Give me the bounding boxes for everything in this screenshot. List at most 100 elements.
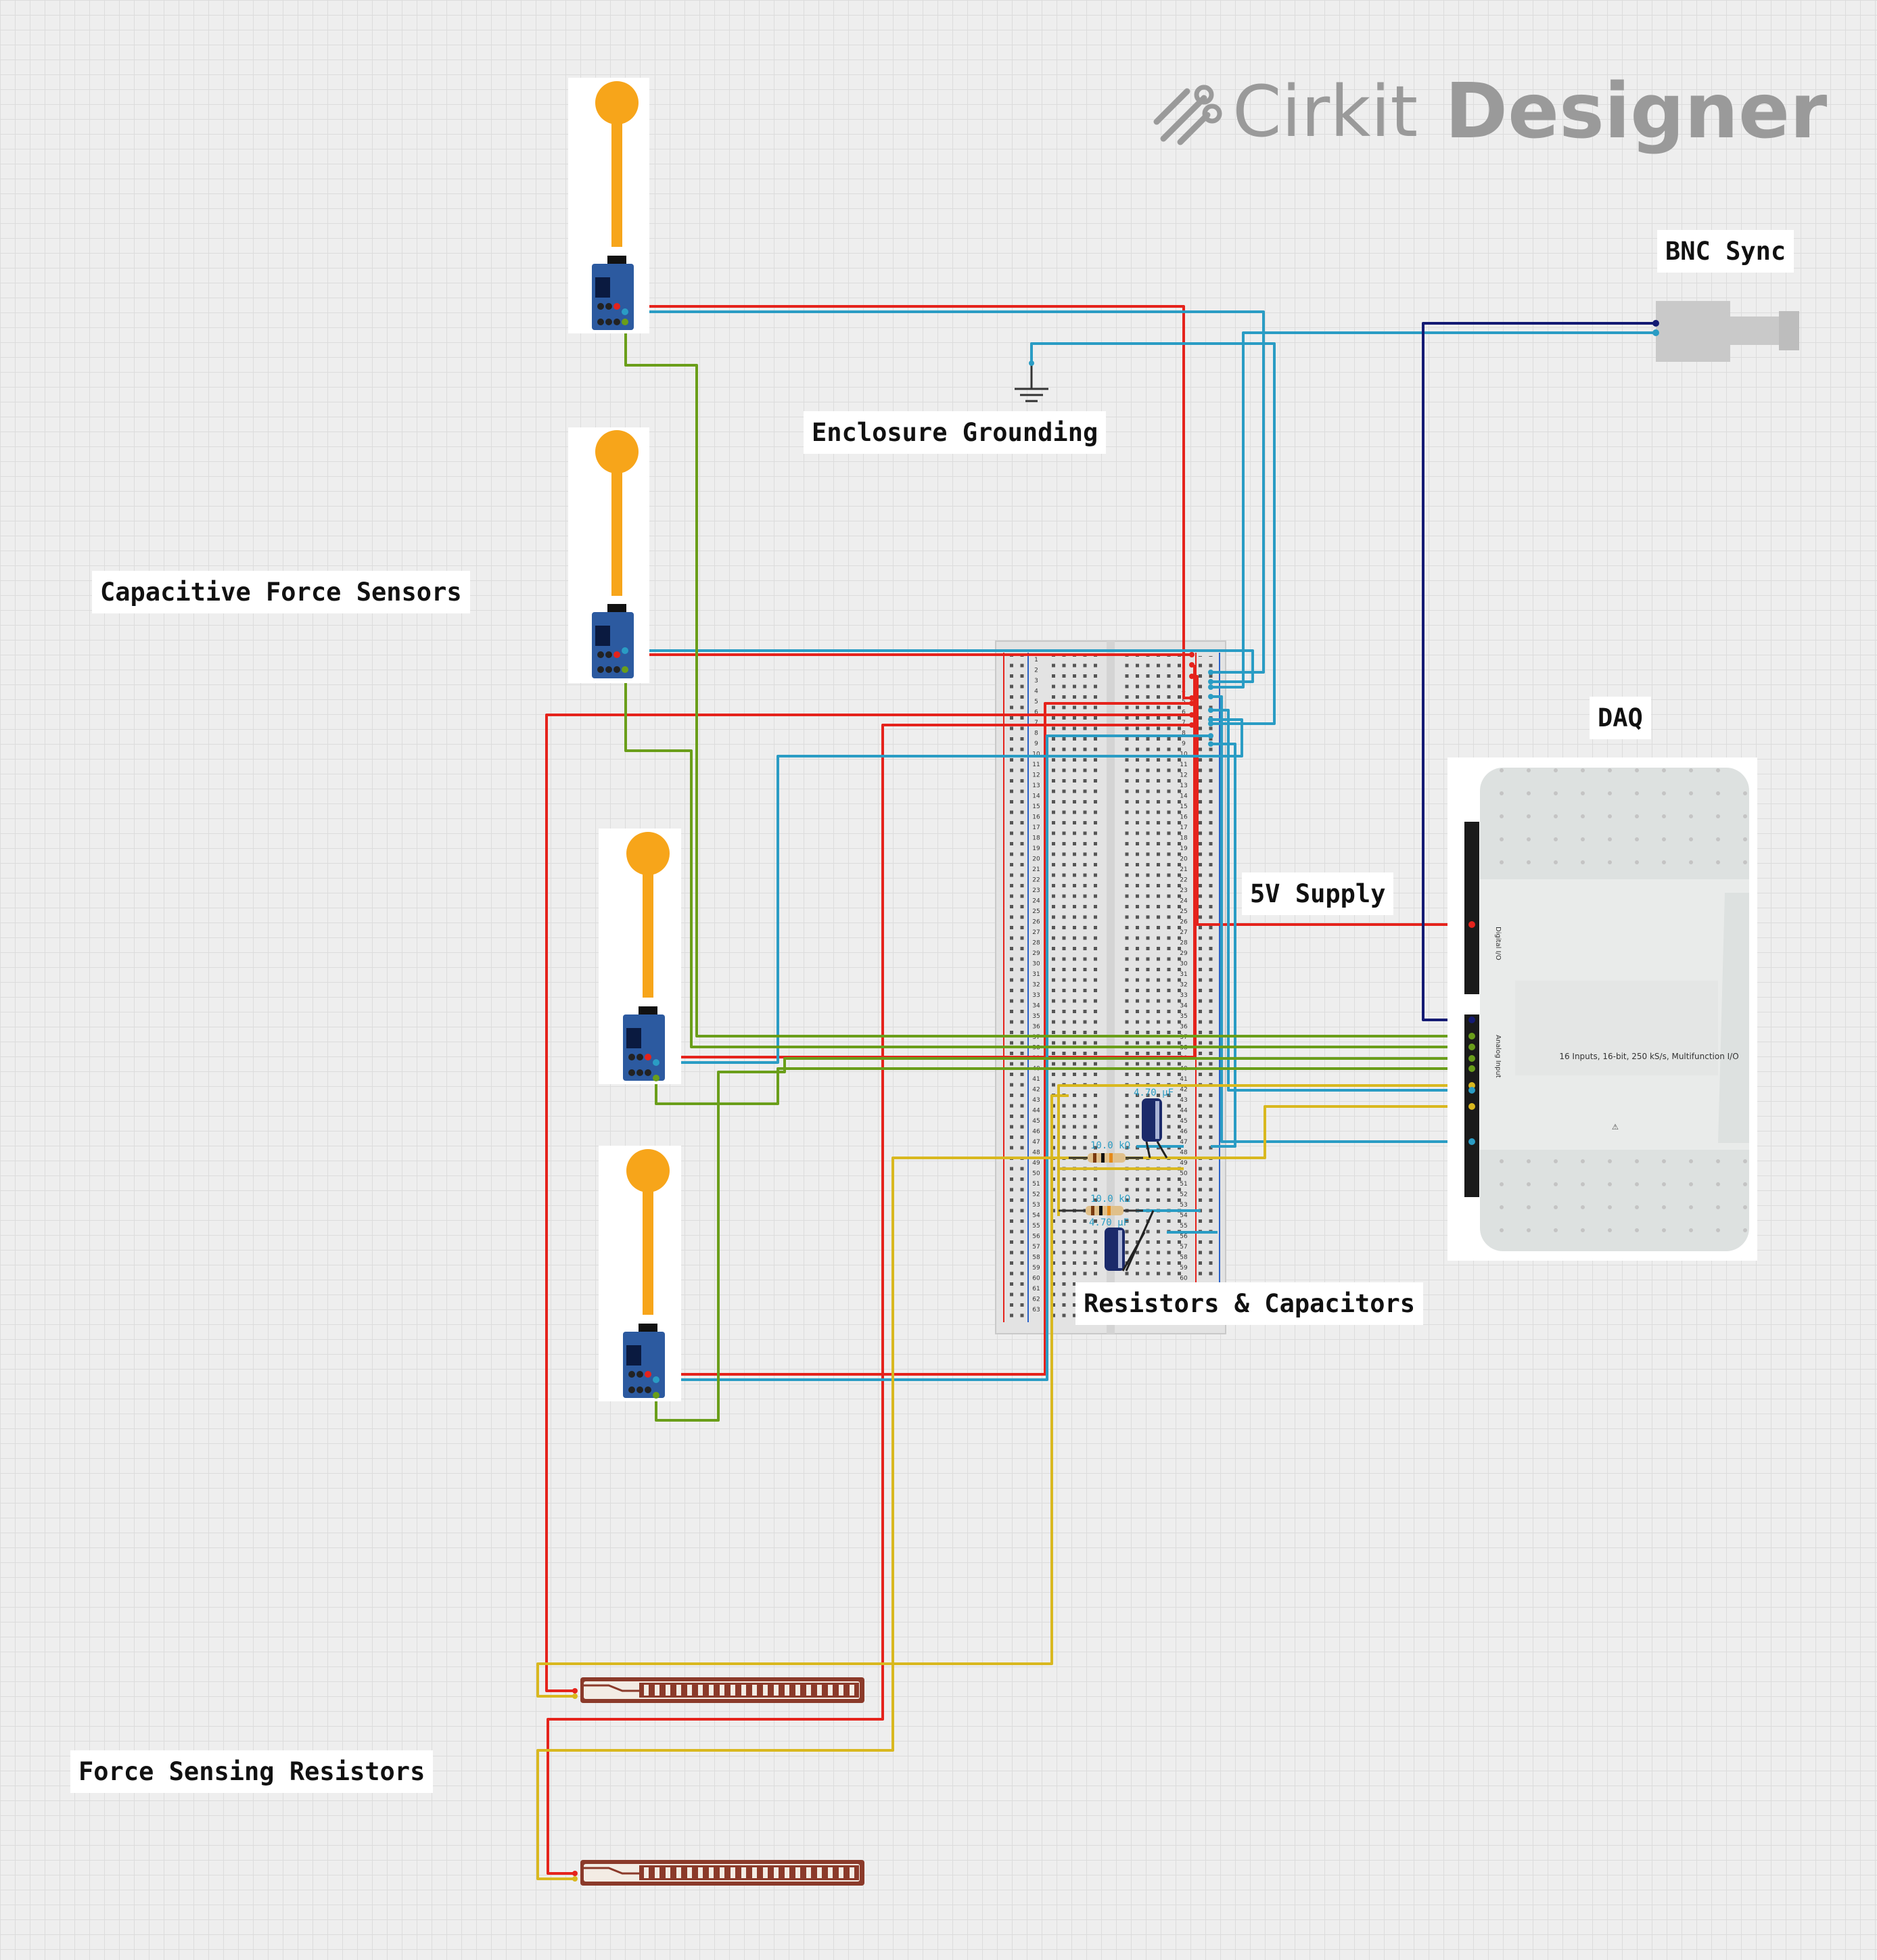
breadboard-row-number: 10 xyxy=(1180,751,1188,758)
fsr-trace xyxy=(709,1867,714,1878)
breadboard-row-number: 3 xyxy=(1034,678,1038,684)
force-sensing-resistor-1[interactable] xyxy=(572,1677,864,1703)
breadboard-row-number: 60 xyxy=(1032,1276,1040,1282)
fsr-trace xyxy=(752,1867,757,1878)
breadboard-row-number: 29 xyxy=(1180,950,1188,957)
breadboard-row-number: 11 xyxy=(1032,762,1040,768)
breadboard-row-number: 21 xyxy=(1180,866,1187,873)
breadboard-row-number: 42 xyxy=(1180,1087,1187,1094)
breadboard-row-number: 57 xyxy=(1032,1244,1040,1251)
capacitor-1[interactable]: 4.70 µF xyxy=(1134,1088,1174,1159)
wire-red-sensor1 xyxy=(617,305,1192,699)
breadboard-row-number: 41 xyxy=(1180,1076,1187,1083)
breadboard-wire-points xyxy=(1189,652,1213,747)
label-force-sensing-resistors: Force Sensing Resistors xyxy=(70,1750,434,1793)
resistor-2[interactable]: 10.0 kΩ xyxy=(1059,1194,1143,1215)
breadboard-row-number: 19 xyxy=(1180,845,1188,852)
breadboard-row-number: 52 xyxy=(1180,1192,1187,1198)
fsr-trace xyxy=(676,1867,681,1878)
breadboard-row-number: 59 xyxy=(1032,1265,1040,1271)
breadboard-row-number: 8 xyxy=(1182,730,1186,737)
capacitive-sensor-4[interactable] xyxy=(599,1146,681,1401)
breadboard-row-number: 48 xyxy=(1180,1150,1188,1157)
wire-green-sensor4 xyxy=(655,1057,1464,1422)
breadboard-row-number: 35 xyxy=(1032,1013,1040,1020)
fsr-trace xyxy=(806,1867,811,1878)
breadboard-row-number: 42 xyxy=(1032,1087,1040,1094)
breadboard-row-number: 44 xyxy=(1032,1108,1040,1115)
wire-blue-ground xyxy=(1030,342,1276,725)
breadboard-row-number: 55 xyxy=(1180,1223,1187,1230)
breadboard-row-number: 6 xyxy=(1034,709,1038,716)
breadboard-row-number: 12 xyxy=(1180,772,1187,779)
breadboard-row-number: 26 xyxy=(1032,919,1040,926)
breadboard-row-number: 4 xyxy=(1034,689,1038,695)
breadboard-row-number: 1 xyxy=(1034,657,1038,663)
daq-device[interactable]: 16 Inputs, 16-bit, 250 kS/s, Multifuncti… xyxy=(1447,757,1757,1261)
wire-blue-daq1 xyxy=(1211,695,1464,1143)
breadboard-row-number: 61 xyxy=(1032,1286,1040,1292)
fsr-trace xyxy=(806,1685,811,1696)
breadboard-row-number: 45 xyxy=(1180,1118,1187,1125)
breadboard-row-number: 49 xyxy=(1032,1160,1040,1167)
breadboard-row-number: 58 xyxy=(1032,1255,1040,1261)
label-bnc-sync: BNC Sync xyxy=(1657,230,1794,273)
breadboard-row-number: 59 xyxy=(1180,1265,1188,1271)
capacitor-2-label: 4.70 µF xyxy=(1089,1217,1129,1228)
breadboard-row-number: 27 xyxy=(1180,929,1187,936)
breadboard-row-number: 31 xyxy=(1032,971,1040,978)
breadboard-row-number: 6 xyxy=(1182,709,1186,716)
label-enclosure-grounding: Enclosure Grounding xyxy=(804,411,1107,454)
fsr-trace xyxy=(655,1867,659,1878)
breadboard-row-number: 11 xyxy=(1180,762,1187,768)
breadboard-row-number: 56 xyxy=(1180,1234,1188,1240)
breadboard-row-number: 19 xyxy=(1032,845,1040,852)
force-sensing-resistor-2[interactable] xyxy=(572,1860,864,1886)
capacitor-2[interactable]: 4.70 µF xyxy=(1089,1210,1155,1271)
breadboard-row-number: 53 xyxy=(1180,1202,1187,1209)
breadboard-row-number: 49 xyxy=(1180,1160,1188,1167)
resistor-1[interactable]: 10.0 kΩ xyxy=(1069,1140,1143,1163)
breadboard-row-number: 5 xyxy=(1034,699,1038,705)
wire-green-sensor2 xyxy=(624,670,1464,1048)
breadboard-row-number: 43 xyxy=(1032,1097,1040,1104)
fsr-trace xyxy=(785,1685,789,1696)
capacitive-sensor-3[interactable] xyxy=(599,829,681,1084)
fsr-trace xyxy=(666,1685,670,1696)
capacitive-sensor-1[interactable] xyxy=(568,78,649,333)
breadboard-row-number: 21 xyxy=(1032,866,1040,873)
daq-digital-io-label: Digital I/O xyxy=(1494,927,1502,960)
wire-yellow-fsr2 xyxy=(536,1157,1069,1880)
fsr-trace xyxy=(828,1867,833,1878)
bnc-connector[interactable] xyxy=(1652,301,1799,362)
breadboard-row-number: 51 xyxy=(1180,1181,1187,1188)
breadboard-row-number: 30 xyxy=(1032,961,1040,968)
daq-analog-input-label: Analog Input xyxy=(1494,1035,1502,1078)
wire-blue-sensor1 xyxy=(617,310,1265,674)
breadboard-row-number: 18 xyxy=(1180,835,1188,842)
breadboard-row-number: 41 xyxy=(1032,1076,1040,1083)
ground-icon xyxy=(1015,360,1048,402)
breadboard-row-number: 54 xyxy=(1032,1213,1040,1219)
breadboard-row-number: 33 xyxy=(1180,992,1187,999)
fsr-trace xyxy=(763,1867,768,1878)
capacitive-sensor-2[interactable] xyxy=(568,427,649,683)
breadboard-row-number: 60 xyxy=(1180,1276,1188,1282)
wire-red-sensor4 xyxy=(643,702,1192,1376)
fsr-trace xyxy=(720,1685,724,1696)
wire-blue-sensor3 xyxy=(643,718,1243,1064)
fsr-trace xyxy=(698,1685,703,1696)
fsr-trace xyxy=(731,1685,735,1696)
breadboard-row-number: 50 xyxy=(1180,1171,1188,1177)
breadboard-row-number: 18 xyxy=(1032,835,1040,842)
breadboard-row-number: 33 xyxy=(1032,992,1040,999)
breadboard-row-number: 36 xyxy=(1180,1024,1188,1031)
wire-red-fsr1 xyxy=(545,714,1192,1692)
fsr-trace xyxy=(644,1867,649,1878)
fsr-trace xyxy=(687,1867,692,1878)
breadboard-row-number: 34 xyxy=(1032,1003,1040,1010)
fsr-trace xyxy=(839,1867,843,1878)
breadboard-row-number: 47 xyxy=(1032,1139,1040,1146)
wire-blue-daq2 xyxy=(1211,709,1464,1092)
breadboard-row-number: 20 xyxy=(1180,856,1188,863)
